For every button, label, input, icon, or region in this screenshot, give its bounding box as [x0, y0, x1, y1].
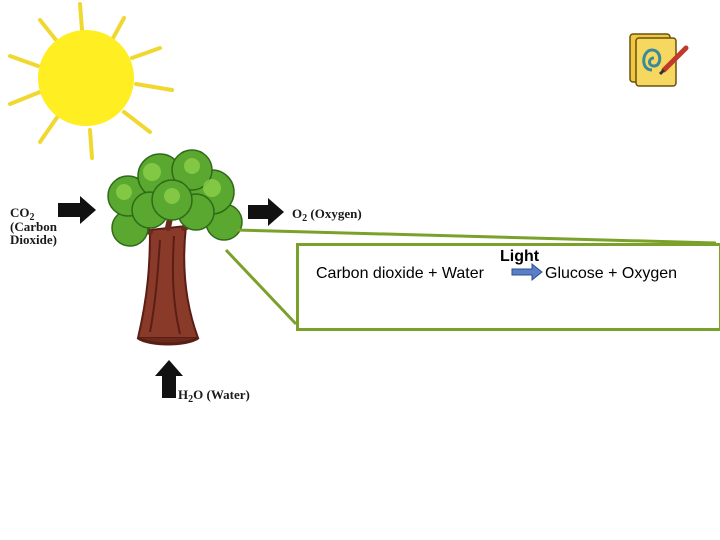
- h2o-arrow: [155, 360, 183, 398]
- o2-arrow: [248, 198, 284, 226]
- co2-arrow: [58, 196, 96, 224]
- co2-name-line2: Dioxide): [10, 232, 57, 247]
- reaction-condition: Light: [500, 248, 540, 265]
- notebook-pencil-icon: [629, 33, 689, 87]
- co2-label: CO2: [10, 205, 35, 223]
- h2o-label: H2O (Water): [178, 387, 250, 405]
- equation-products: Glucose + Oxygen: [545, 265, 678, 282]
- co2-name-line1: (Carbon: [10, 219, 57, 234]
- equation-reactants: Carbon dioxide + Water: [316, 265, 484, 282]
- o2-label: O2 (Oxygen): [292, 206, 362, 224]
- callout-lines: [224, 228, 717, 326]
- tree-icon: [107, 149, 243, 346]
- sun-icon: [8, 2, 174, 160]
- reaction-arrow-icon: [511, 262, 543, 282]
